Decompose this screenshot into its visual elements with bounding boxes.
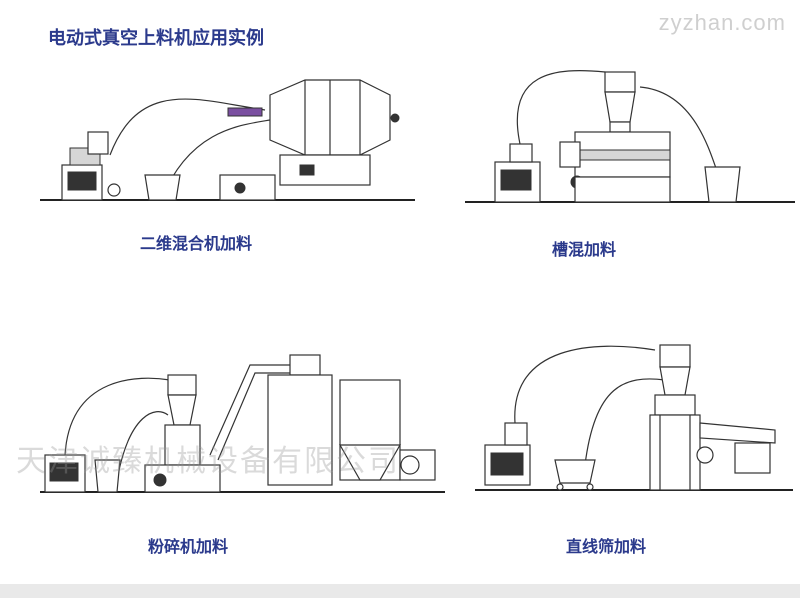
page-title: 电动式真空上料机应用实例: [48, 28, 264, 49]
diagram-2d-mixer: [40, 79, 415, 201]
bottom-bar: [0, 584, 800, 598]
diagram-trough-mixer: [465, 70, 795, 203]
diagram-linear-screen: [475, 344, 793, 491]
caption-2d-mixer: 二维混合机加料: [140, 234, 253, 253]
caption-pulverizer: 粉碎机加料: [148, 537, 229, 556]
diagram-pulverizer: [40, 354, 445, 493]
caption-linear-screen: 直线筛加料: [566, 537, 647, 556]
company-watermark: 天津诚臻机械设备有限公司: [16, 444, 400, 479]
caption-trough-mixer: 槽混加料: [552, 240, 617, 259]
site-watermark: zyzhan.com: [658, 10, 786, 35]
